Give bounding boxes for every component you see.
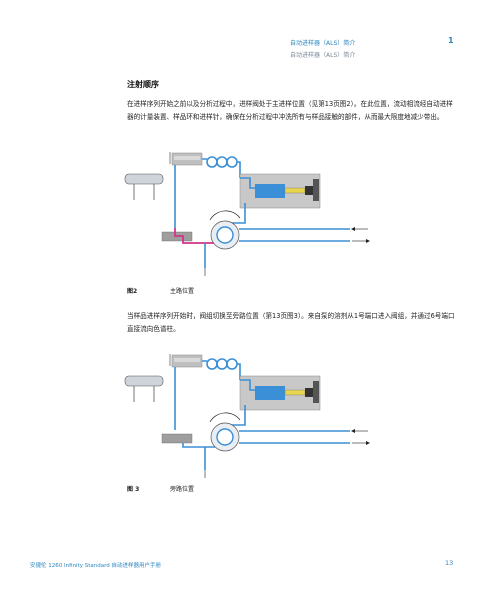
sample-loop-coil [206,358,218,370]
figure-mainpass-diagram [124,152,370,276]
seat-capillary [182,443,215,448]
figure-2-number: 图2 [127,288,138,295]
rotation-arrow [209,210,241,221]
page-number: 13 [445,559,454,567]
piston-block [305,186,313,195]
loop-tubing [202,360,241,380]
chapter-number: 1 [448,36,454,45]
piston-block [305,388,313,397]
metering-piston [174,156,200,160]
sample-loop-coil [206,156,218,168]
vial-tray [124,375,164,387]
piston-cap [313,381,319,403]
seat-capillary-magenta [174,228,215,244]
yellow-rod [284,389,306,396]
footer-manual-title: 安捷伦 1260 Infinity Standard 自动进样器用户手册 [30,563,162,569]
header-title: 自动进样器（ALS）简介 [290,40,356,47]
metering-chamber [255,184,285,198]
figure-3-number: 图 3 [127,486,140,493]
valve-rotor [216,226,234,244]
vial-tray [124,173,164,185]
inlet-arrowhead [351,429,355,433]
figure-2-caption: 主路位置 [170,288,195,295]
paragraph-main-pass: 在进样序列开始之前以及分析过程中，进样阀处于主进样位置（见第13页图2）。在此位… [127,100,453,121]
head-flow-line [240,379,255,391]
sample-loop-coil [216,358,228,370]
rotation-arrow [209,412,241,423]
inlet-arrowhead [351,227,355,231]
paragraph-bypass: 当样品进样序列开始时，阀组切换至旁路位置（第13页图3）。来自泵的溶剂从1号端口… [127,312,455,333]
outlet-arrowhead [366,441,370,445]
outlet-arrowhead [366,239,370,243]
metering-piston [174,358,200,362]
figure-3-caption: 旁路位置 [170,486,195,493]
head-flow-line [240,177,255,189]
sample-loop-coil [226,156,238,168]
needle-seat [161,433,193,444]
metering-chamber [255,386,285,400]
header-subtitle: 自动进样器（ALS）简介 [290,52,356,59]
sample-loop-coil [216,156,228,168]
valve-rotor [216,428,234,446]
section-title: 注射顺序 [127,80,159,89]
figure-bypass-diagram [124,354,370,478]
piston-cap [313,179,319,201]
sample-loop-coil [226,358,238,370]
loop-tubing [202,158,241,178]
yellow-rod [284,187,306,194]
